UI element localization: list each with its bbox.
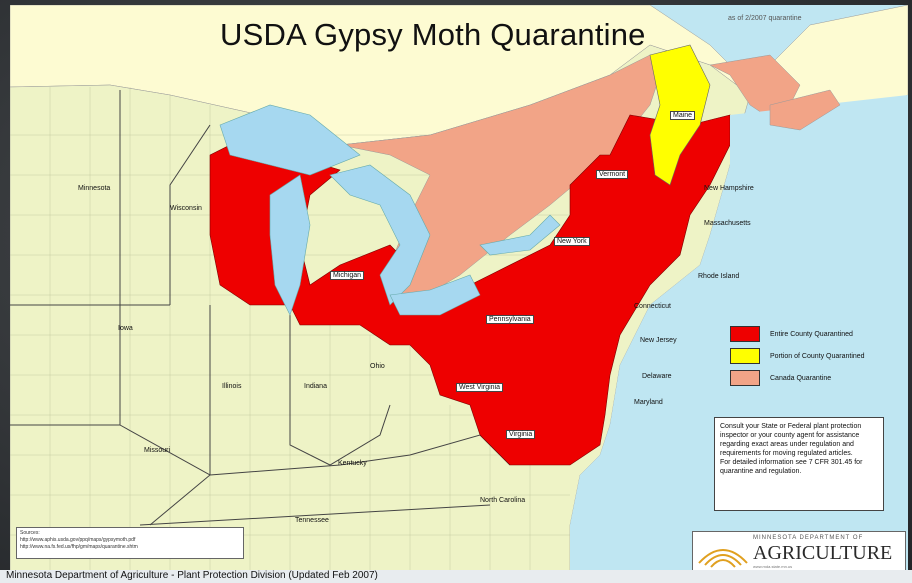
sources-box: Sources: http://www.aphis.usda.gov/ppq/m… [16,527,244,559]
label-north-carolina: North Carolina [480,497,526,504]
label-massachusetts: Massachusetts [704,220,751,227]
label-west-virginia: West Virginia [456,383,503,392]
label-wisconsin: Wisconsin [170,205,202,212]
legend-swatch-yellow [730,348,760,364]
label-maine: Maine [670,111,696,120]
logo-name: AGRICULTURE [753,542,893,564]
quarantine-map: USDA Gypsy Moth Quarantine as of 2/2007 … [10,5,908,572]
mda-logo: MINNESOTA DEPARTMENT OF AGRICULTURE www.… [692,531,906,572]
sources-label: Sources: [20,530,40,536]
label-kentucky: Kentucky [338,460,367,467]
label-new-hampshire: New Hampshire [704,185,754,192]
label-illinois: Illinois [222,383,242,390]
label-minnesota: Minnesota [78,185,111,192]
label-missouri: Missouri [144,447,171,454]
footer-caption: Minnesota Department of Agriculture - Pl… [0,570,912,583]
label-maryland: Maryland [634,399,663,406]
label-virginia: Virginia [506,430,536,439]
map-corner-note: as of 2/2007 quarantine [728,15,802,22]
logo-top-text: MINNESOTA DEPARTMENT OF [753,535,864,541]
legend-label: Canada Quarantine [770,374,832,382]
regulation-notice: Consult your State or Federal plant prot… [714,417,884,511]
notice-text-2: For detailed information see 7 CFR 301.4… [720,459,863,475]
legend-entire-county: Entire County Quarantined [730,323,865,345]
sources-link-1[interactable]: http://www.aphis.usda.gov/ppq/maps/gypsy… [20,537,136,543]
legend-portion-county: Portion of County Quarantined [730,345,865,367]
label-vermont: Vermont [596,170,629,179]
legend-canada: Canada Quarantine [730,367,865,389]
notice-text-1: Consult your State or Federal plant prot… [720,423,862,457]
label-pennsylvania: Pennsylvania [486,315,534,324]
label-michigan: Michigan [330,271,365,280]
map-title: USDA Gypsy Moth Quarantine [220,17,646,52]
label-delaware: Delaware [642,373,672,380]
label-ohio: Ohio [370,363,385,370]
sunrise-icon [698,549,748,568]
legend-swatch-red [730,326,760,342]
label-connecticut: Connecticut [634,303,671,310]
label-indiana: Indiana [304,383,327,390]
label-new-jersey: New Jersey [640,337,677,344]
label-new-york: New York [554,237,590,246]
logo-sub-text: www.mda.state.mn.us [753,564,793,569]
label-rhode-island: Rhode Island [698,273,740,280]
label-iowa: Iowa [118,325,133,332]
map-legend: Entire County Quarantined Portion of Cou… [730,323,865,389]
legend-label: Entire County Quarantined [770,330,853,338]
sources-link-2[interactable]: http://www.na.fs.fed.us/fhp/gm/maps/quar… [20,544,138,550]
label-tennessee: Tennessee [295,517,329,524]
legend-label: Portion of County Quarantined [770,352,865,360]
great-lakes [219,104,561,316]
legend-swatch-salmon [730,370,760,386]
